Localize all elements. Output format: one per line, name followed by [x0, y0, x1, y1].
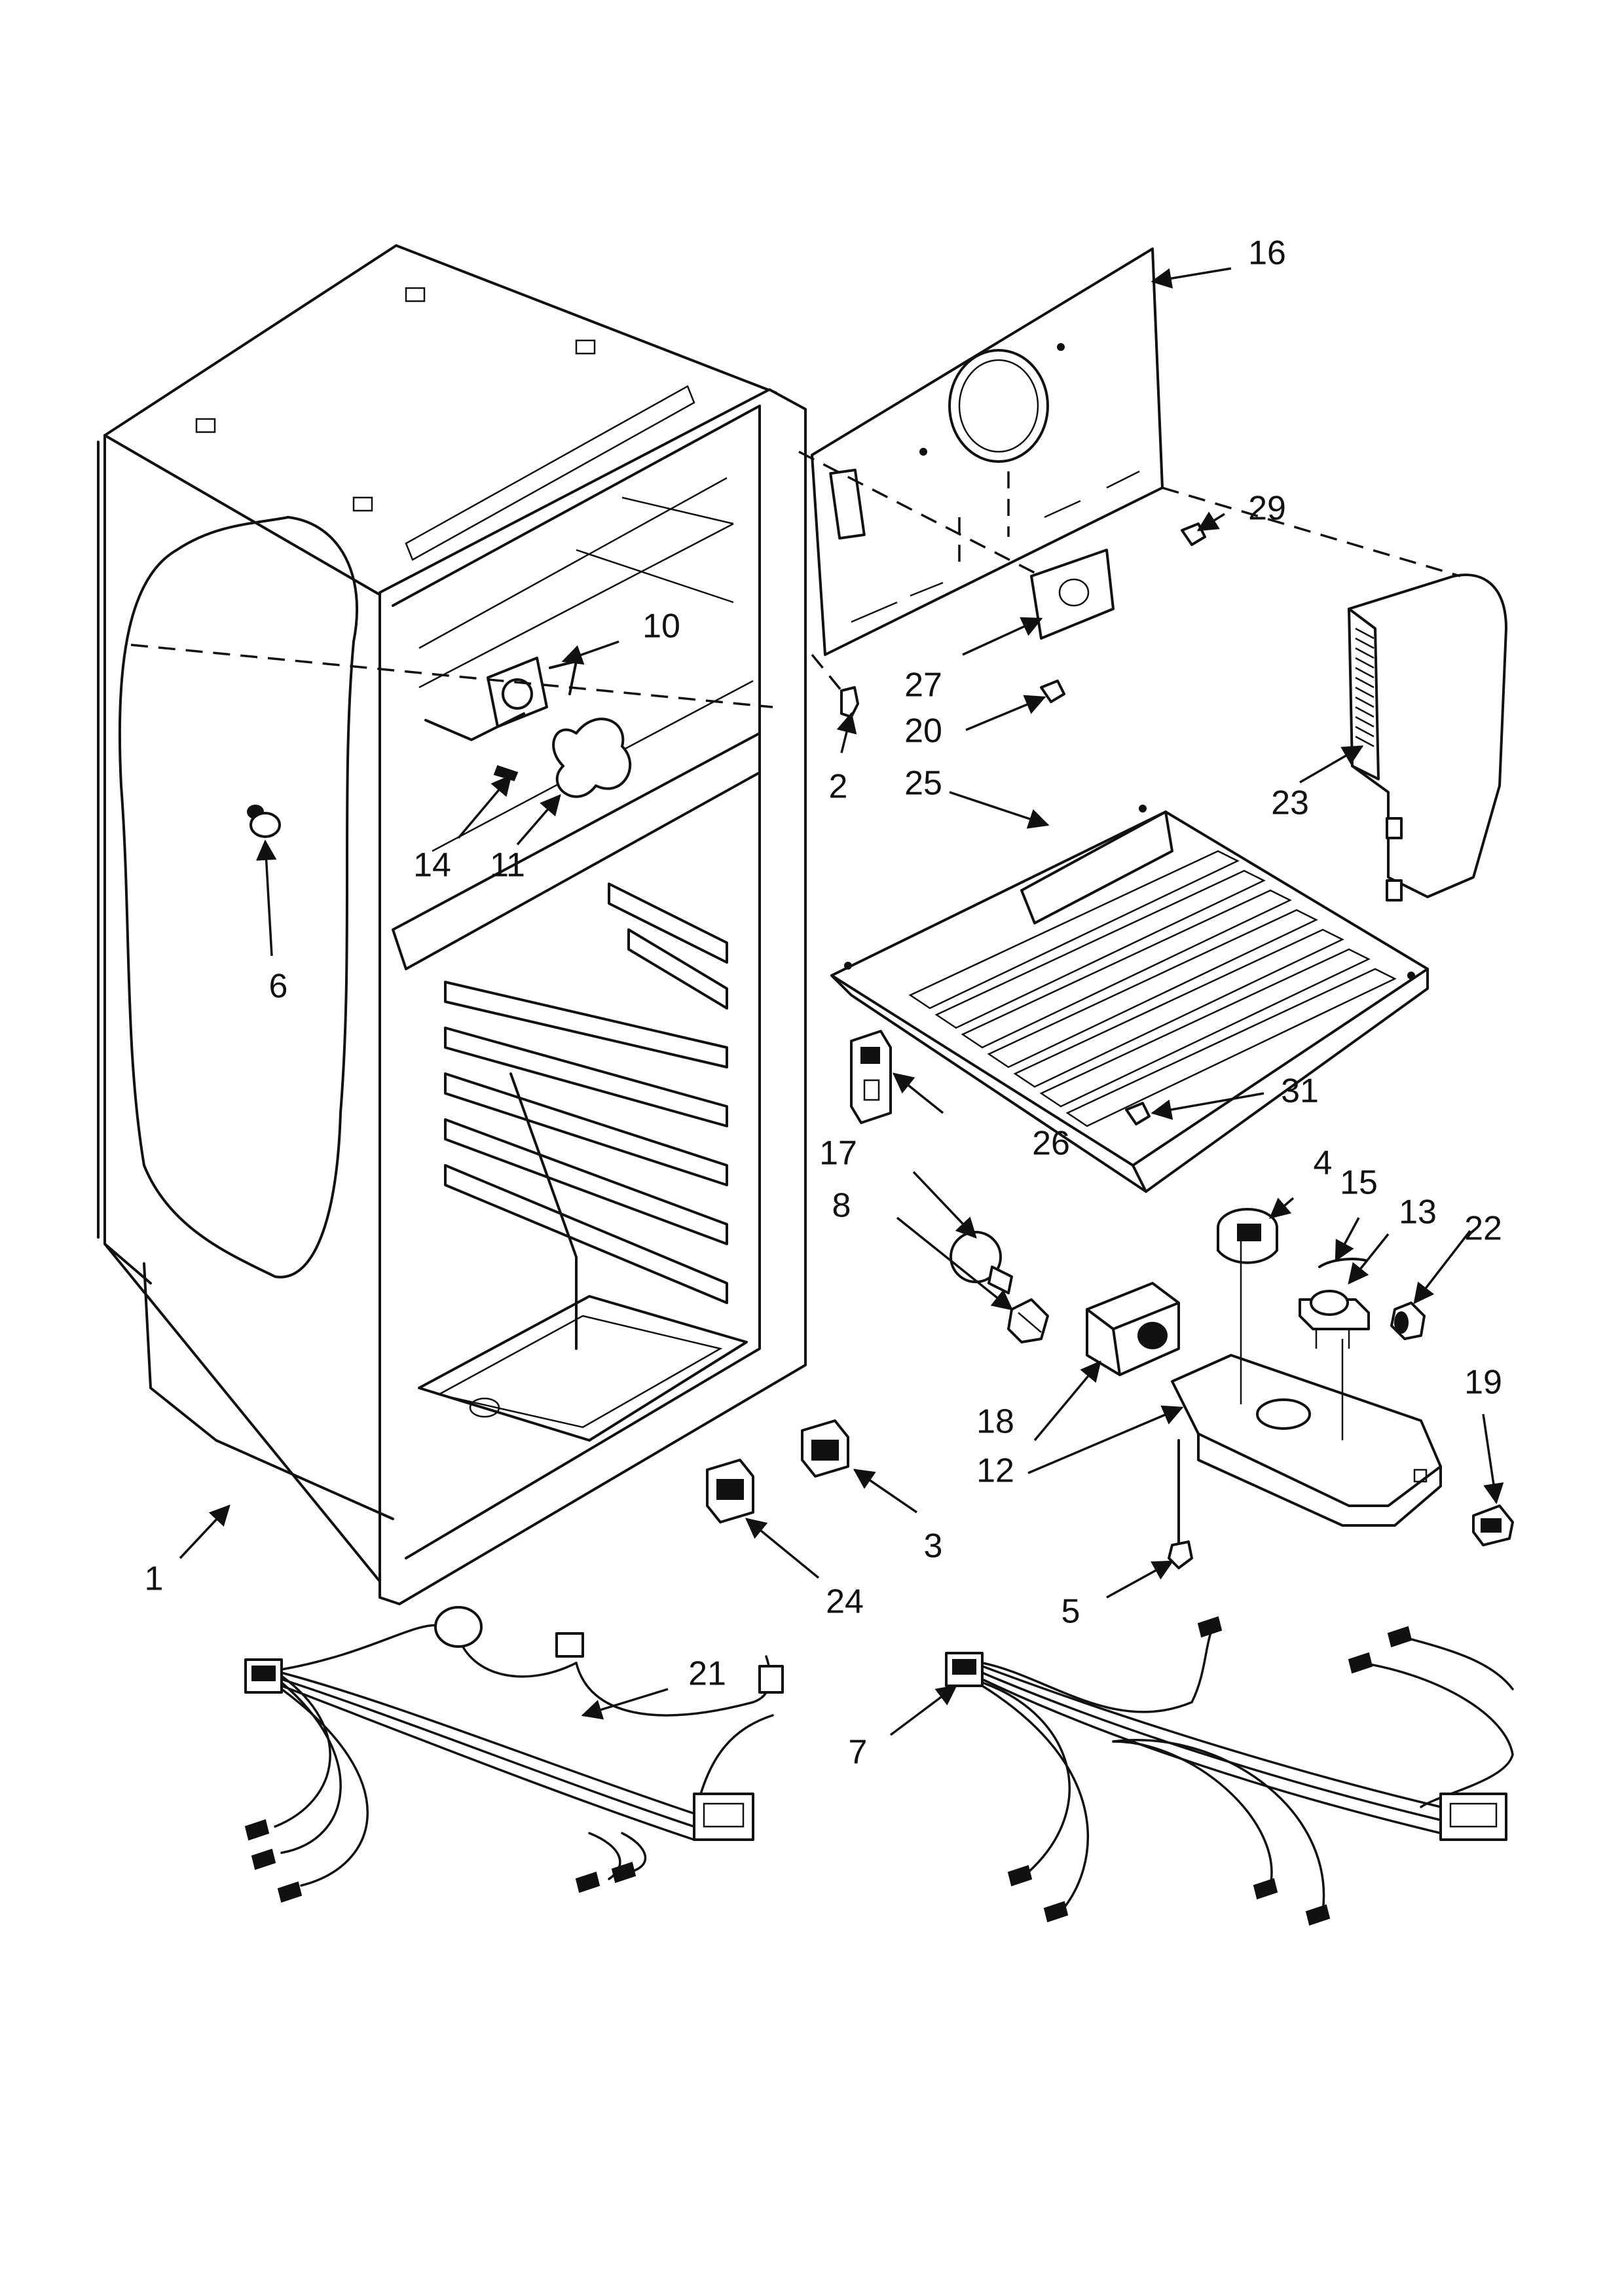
- callout-7: 7: [849, 1734, 868, 1772]
- duct-louvers: [1355, 627, 1375, 748]
- callout-18: 18: [976, 1403, 1014, 1441]
- panel-screw: [1040, 680, 1065, 703]
- thermostat-knob: [1390, 1302, 1426, 1340]
- evaporator-rack-shelf: [830, 805, 1429, 1193]
- light-switch: [850, 1030, 892, 1124]
- cover-screw: [1181, 522, 1206, 546]
- callout-12: 12: [976, 1452, 1014, 1490]
- callout-25: 25: [904, 765, 942, 803]
- terminal-connector: [1472, 1504, 1514, 1546]
- callout-8: 8: [832, 1187, 851, 1225]
- overload-protector: [706, 1459, 754, 1523]
- alignment-lines: [130, 248, 1461, 708]
- evaporator-fan-motor: [424, 657, 632, 798]
- shelf-ribs: [444, 883, 728, 1304]
- start-relay: [801, 1419, 849, 1478]
- mounting-screw: [1168, 1439, 1193, 1569]
- callout-31: 31: [1281, 1072, 1319, 1110]
- callout-10: 10: [642, 608, 680, 646]
- air-duct-assembly: [1348, 574, 1507, 902]
- control-housing: [1171, 1228, 1442, 1527]
- capillary-tube: [1318, 1258, 1367, 1268]
- cold-control-thermostat: [1299, 1290, 1370, 1349]
- callout-21: 21: [688, 1655, 726, 1693]
- control-knob: [1217, 1208, 1278, 1264]
- callout-23: 23: [1271, 784, 1309, 822]
- callout-4: 4: [1314, 1144, 1333, 1182]
- rack-screw: [1125, 1102, 1151, 1125]
- callout-20: 20: [904, 712, 942, 750]
- callout-6: 6: [269, 968, 288, 1006]
- shoulder-screw: [840, 686, 859, 718]
- callout-19: 19: [1464, 1364, 1502, 1402]
- callout-14: 14: [413, 847, 451, 884]
- callout-2: 2: [829, 768, 848, 806]
- callout-labels: 1 2 3 4 5 6 7 8 10 11 12 13 14 15 16 17 …: [145, 234, 1502, 1772]
- callout-11: 11: [490, 847, 525, 884]
- callout-29: 29: [1248, 490, 1286, 528]
- callout-15: 15: [1340, 1164, 1378, 1202]
- callout-26: 26: [1032, 1125, 1070, 1163]
- callout-5: 5: [1061, 1593, 1080, 1631]
- callout-3: 3: [924, 1527, 943, 1565]
- callout-13: 13: [1399, 1194, 1437, 1231]
- leader-arrows: [179, 267, 1504, 1736]
- callout-22: 22: [1464, 1210, 1502, 1248]
- lamp-socket: [1007, 1298, 1049, 1343]
- wiring-harness-right: [945, 1616, 1514, 1926]
- callout-24: 24: [826, 1583, 864, 1621]
- access-plug: [249, 812, 281, 838]
- wiring-harness-left: [244, 1606, 784, 1903]
- callout-1: 1: [145, 1560, 164, 1598]
- callout-17: 17: [819, 1135, 857, 1173]
- evaporator-cover-panel: [811, 247, 1164, 656]
- callout-27: 27: [904, 666, 942, 704]
- callout-16: 16: [1248, 234, 1286, 272]
- refrigerator-liner-cabinet: [97, 244, 807, 1605]
- light-shield: [1086, 1282, 1180, 1376]
